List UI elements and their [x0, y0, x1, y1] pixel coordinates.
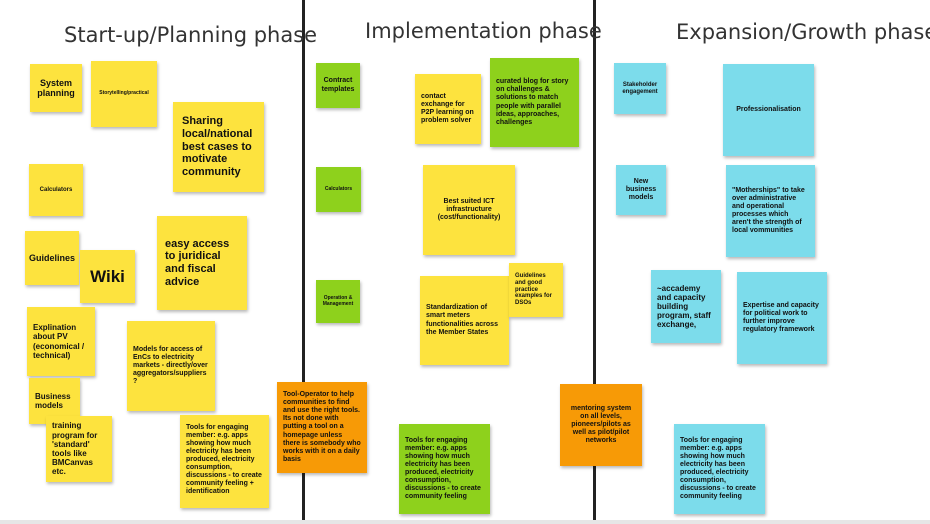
note-explanation-pv[interactable]: Explination about PV (economical / techn…: [27, 307, 95, 376]
note-standardization-smart-meters[interactable]: Standardization of smart meters function…: [420, 276, 509, 365]
note-storytelling[interactable]: Storytelling/practical: [91, 61, 157, 127]
note-new-business-models[interactable]: New business models: [616, 165, 666, 215]
note-professionalisation[interactable]: Professionalisation: [723, 64, 814, 156]
note-wiki[interactable]: Wiki: [80, 250, 135, 303]
note-stakeholder-engagement[interactable]: Stakeholder engagement: [614, 63, 666, 114]
note-tools-engaging-implementation[interactable]: Tools for engaging member: e.g. apps sho…: [399, 424, 490, 514]
note-motherships[interactable]: "Motherships" to take over administrativ…: [726, 165, 815, 257]
note-curated-blog[interactable]: curated blog for story on challenges & s…: [490, 58, 579, 147]
board-bottom-edge: [0, 520, 930, 524]
note-ict-infrastructure[interactable]: Best suited ICT infrastructure (cost/fun…: [423, 165, 515, 255]
note-models-access[interactable]: Models for access of EnCs to electricity…: [127, 321, 215, 411]
note-tool-operator[interactable]: Tool-Operator to help communities to fin…: [277, 382, 367, 473]
note-contact-exchange[interactable]: contact exchange for P2P learning on pro…: [415, 74, 481, 144]
phase-divider-left: [302, 0, 305, 524]
note-calculators-startup[interactable]: Calculators: [29, 164, 83, 216]
note-guidelines-dso[interactable]: Guidelines and good practice examples fo…: [509, 263, 563, 317]
heading-implementation-phase: Implementation phase: [365, 19, 602, 43]
note-tools-engaging-expansion[interactable]: Tools for engaging member: e.g. apps sho…: [674, 424, 765, 514]
note-academy-capacity[interactable]: ~accademy and capacity building program,…: [651, 270, 721, 343]
note-tools-engaging-startup[interactable]: Tools for engaging member: e.g. apps sho…: [180, 415, 269, 508]
note-contract-templates[interactable]: Contract templates: [316, 63, 360, 108]
note-juridical-advice[interactable]: easy access to juridical and fiscal advi…: [157, 216, 247, 310]
phase-divider-right: [593, 0, 596, 524]
note-training-program[interactable]: training program for 'standard' tools li…: [46, 416, 112, 482]
heading-expansion-phase: Expansion/Growth phase: [676, 20, 930, 44]
note-mentoring-system[interactable]: mentoring system on all levels, pioneers…: [560, 384, 642, 466]
note-expertise-political-work[interactable]: Expertise and capacity for political wor…: [737, 272, 827, 364]
note-sharing-best-cases[interactable]: Sharing local/national best cases to mot…: [173, 102, 264, 192]
note-operation-management[interactable]: Operation & Management: [316, 280, 360, 323]
heading-startup-phase: Start-up/Planning phase: [64, 23, 318, 47]
note-calculators-implementation[interactable]: Calculators: [316, 167, 361, 212]
note-guidelines[interactable]: Guidelines: [25, 231, 79, 285]
note-system-planning[interactable]: System planning: [30, 64, 82, 112]
